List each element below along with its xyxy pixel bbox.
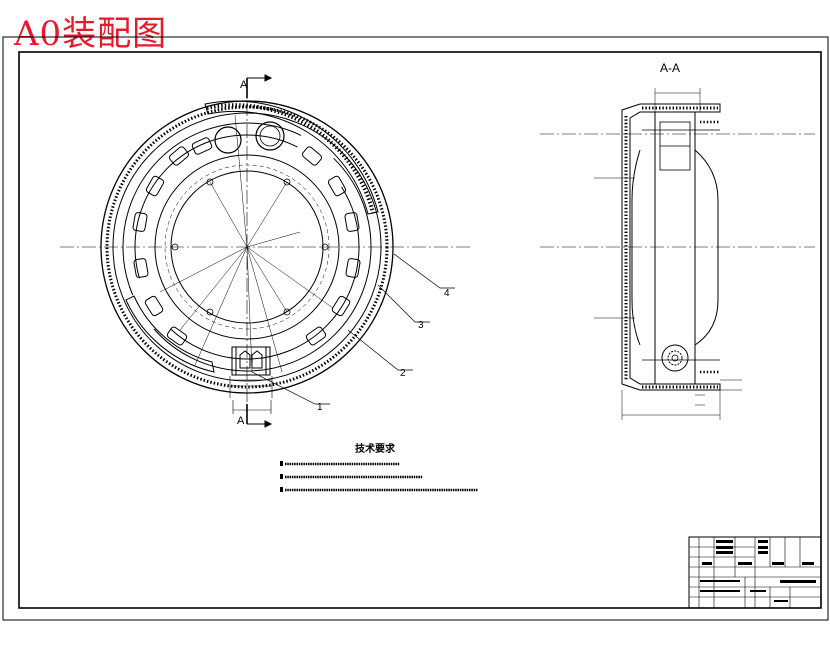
section-view [540,88,815,420]
outer-frame [2,36,829,621]
anchor-pin-left [214,126,242,154]
adjuster-assembly [229,346,273,398]
callout-1: 1 [317,402,323,413]
drawing-title: A0装配图 [14,14,168,54]
anchor-pin-right [255,121,285,151]
title-block [688,536,822,609]
shoe-ribs [132,137,361,346]
section-label: A-A [660,61,680,75]
hub-inner [170,170,324,324]
shoe-web [654,111,696,385]
title-block-fill [700,540,816,602]
radial-dimensions [159,114,334,373]
callout-3: 3 [418,320,424,331]
leader-lines [251,253,455,405]
cut-marks [246,74,273,428]
shoe-inner [134,134,360,360]
adjuster-roller [661,344,689,372]
cut-marker-bottom: A [237,415,245,427]
inner-frame [18,51,822,609]
shoe-outer [122,122,372,372]
front-view [60,74,470,428]
bolt-holes [171,178,329,316]
drum-inner [112,112,382,382]
callout-2: 2 [400,368,406,379]
drum-section [621,103,721,391]
section-dimensions [621,88,742,420]
callout-4: 4 [444,288,450,299]
technical-notes: 技术要求 [280,442,478,492]
cut-marker-top: A [240,79,248,91]
hub-outer [154,154,340,340]
notes-heading: 技术要求 [355,442,396,455]
